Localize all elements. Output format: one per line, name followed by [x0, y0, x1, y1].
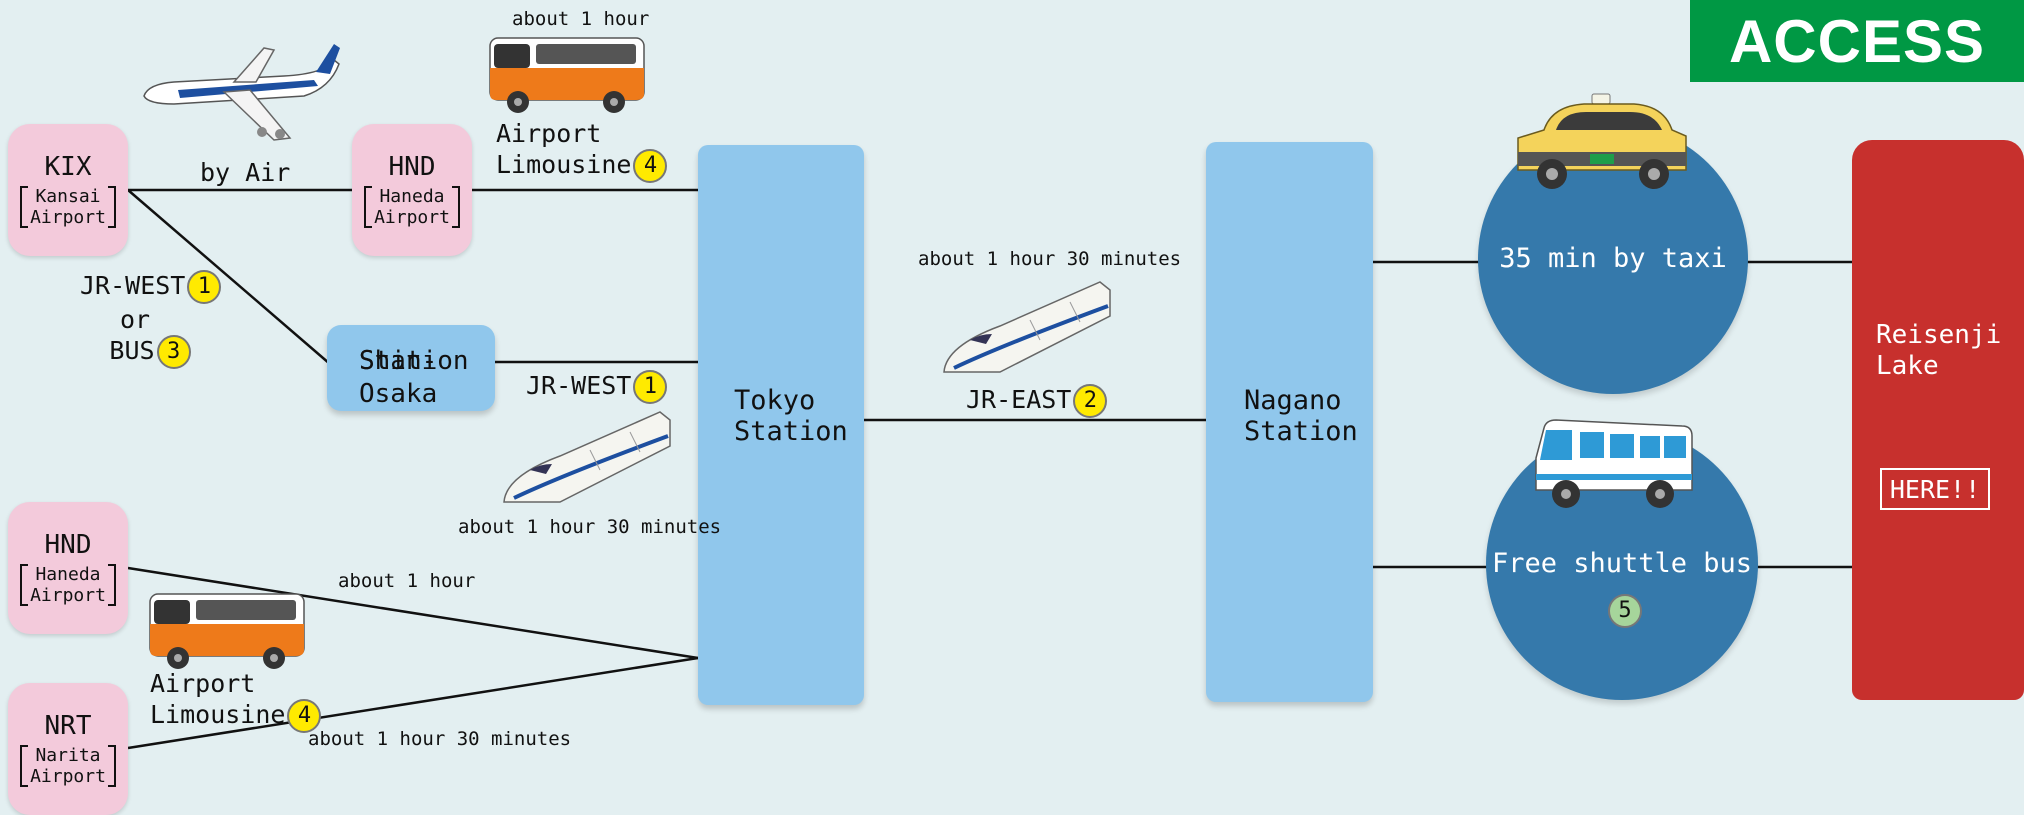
airport-name-line1: Narita: [35, 745, 101, 766]
route-number-badge: 4: [287, 699, 322, 733]
airport-name: Kansai Airport: [20, 186, 116, 228]
station-tokyo: [698, 145, 864, 705]
station-name-line2: Station: [734, 416, 848, 447]
station-name-line1: Nagano: [1244, 385, 1342, 416]
route-label-by-air: by Air: [200, 158, 291, 187]
route-number-badge: 2: [1073, 384, 1108, 418]
shinkansen-icon: [503, 411, 671, 503]
limousine-bus-icon: [149, 593, 305, 669]
airport-name-line1: Kansai: [35, 186, 101, 207]
station-tokyo-label: Tokyo Station: [734, 385, 848, 447]
route-number-badge: 3: [156, 335, 191, 369]
airport-name: Haneda Airport: [364, 186, 460, 228]
airport-kix: KIX Kansai Airport: [8, 124, 128, 256]
access-banner: ACCESS: [1690, 0, 2024, 82]
airport-nrt: NRT Narita Airport: [8, 683, 128, 815]
line-nrt-tokyo: [127, 656, 699, 750]
route-time-tokyo-nagano: about 1 hour 30 minutes: [918, 248, 1182, 270]
destination-name: Reisenji Lake: [1876, 320, 2001, 382]
destination-reisenji-lake: [1852, 140, 2024, 700]
shinkansen-icon: [943, 281, 1111, 373]
airport-name-line1: Haneda: [35, 564, 101, 585]
route-number-badge: 4: [633, 149, 668, 183]
here-badge: HERE!!: [1880, 468, 1990, 510]
destination-name-line2: Lake: [1876, 351, 1939, 381]
route-time-limousine-top: about 1 hour: [512, 8, 650, 30]
shuttle-label: Free shuttle bus: [1491, 548, 1753, 579]
airport-code: KIX: [44, 152, 92, 182]
route-label-text: JR-EAST: [966, 385, 1072, 414]
airport-code: HND: [44, 530, 92, 560]
route-label-line2: Limousine: [150, 700, 286, 729]
airport-name-line2: Airport: [30, 585, 106, 606]
airport-name: Narita Airport: [20, 745, 116, 787]
airport-name-line1: Haneda: [379, 186, 445, 207]
airport-name-line2: Airport: [374, 207, 450, 228]
route-label-line1: Airport: [496, 119, 602, 148]
airport-name: Haneda Airport: [20, 564, 116, 606]
station-nagano: [1206, 142, 1373, 702]
route-number-badge: 1: [633, 370, 668, 404]
route-label-line2: Limousine: [496, 150, 632, 179]
route-time-shin-tokyo: about 1 hour 30 minutes: [458, 516, 722, 538]
airport-code: NRT: [44, 711, 92, 741]
station-name-line1: Shin-Osaka: [359, 346, 438, 409]
route-label-bus: BUS: [109, 336, 155, 365]
destination-name-line1: Reisenji: [1876, 320, 2002, 350]
airport-name-line2: Airport: [30, 207, 106, 228]
line-kix-shin: [127, 189, 331, 365]
route-label-jr-west: JR-WEST: [80, 271, 186, 300]
taxi-label: 35 min by taxi: [1499, 243, 1727, 274]
airport-name-line2: Airport: [30, 766, 106, 787]
station-name-line2: Station: [1244, 416, 1358, 447]
route-number-badge: 1: [187, 270, 222, 304]
station-nagano-label: Nagano Station: [1244, 385, 1358, 447]
station-name-line1: Tokyo: [734, 385, 816, 416]
route-time-nrt-tokyo: about 1 hour 30 minutes: [308, 728, 572, 750]
taxi-icon: [1517, 93, 1687, 189]
limousine-bus-icon: [489, 37, 645, 113]
airport-hnd-top: HND Haneda Airport: [352, 124, 472, 256]
airport-code: HND: [388, 152, 436, 182]
route-label-text: JR-WEST: [526, 371, 632, 400]
shuttle-bus-icon: [1535, 419, 1693, 508]
station-name-line2: Station: [359, 346, 469, 376]
station-shin-osaka: Shin-Osaka Station: [327, 325, 495, 411]
route-number-badge: 5: [1608, 594, 1642, 628]
airport-hnd-bottom: HND Haneda Airport: [8, 502, 128, 634]
route-label-line1: Airport: [150, 669, 256, 698]
route-time-hnd-tokyo: about 1 hour: [338, 570, 476, 592]
airplane-icon: [143, 44, 340, 141]
route-label-or: or: [119, 305, 151, 334]
shuttle-route-number: 5: [1606, 594, 1642, 628]
line-hnd-tokyo-bottom: [127, 566, 699, 660]
